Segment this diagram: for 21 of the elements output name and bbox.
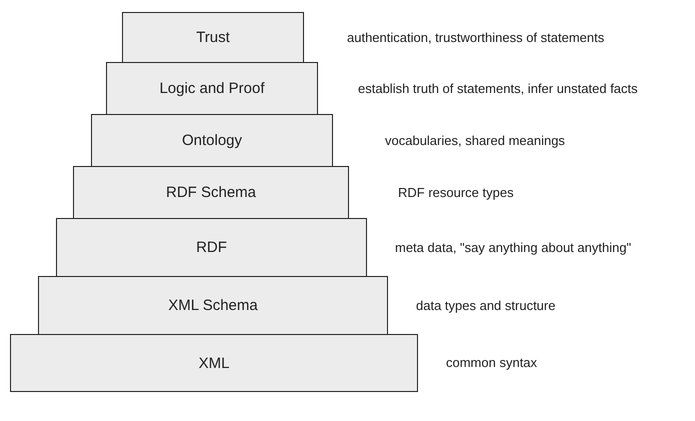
layer-box	[38, 276, 388, 335]
layer-description: RDF resource types	[398, 184, 514, 200]
layer-description: vocabularies, shared meanings	[385, 132, 565, 148]
layer-box	[122, 12, 304, 63]
layer-description: meta data, "say anything about anything"	[395, 240, 632, 256]
layer-label: Ontology	[182, 132, 242, 149]
layer-box	[56, 218, 367, 277]
layer-description: data types and structure	[416, 298, 556, 314]
layer-label: XML Schema	[168, 297, 258, 314]
layer-label: Logic and Proof	[159, 80, 265, 97]
layer-label: XML	[198, 354, 230, 372]
layer-box	[106, 62, 318, 115]
layer-description: authentication, trustworthiness of statements	[347, 30, 604, 46]
layer-label: RDF	[196, 239, 227, 256]
layer-box	[10, 334, 418, 392]
layer-box	[91, 114, 333, 167]
layer-label: RDF Schema	[166, 184, 256, 201]
layer-description: establish truth of statements, infer unstated facts	[358, 80, 638, 96]
layer-description: common syntax	[446, 355, 538, 371]
layer-box	[73, 166, 349, 219]
layer-label: Trust	[196, 29, 230, 46]
